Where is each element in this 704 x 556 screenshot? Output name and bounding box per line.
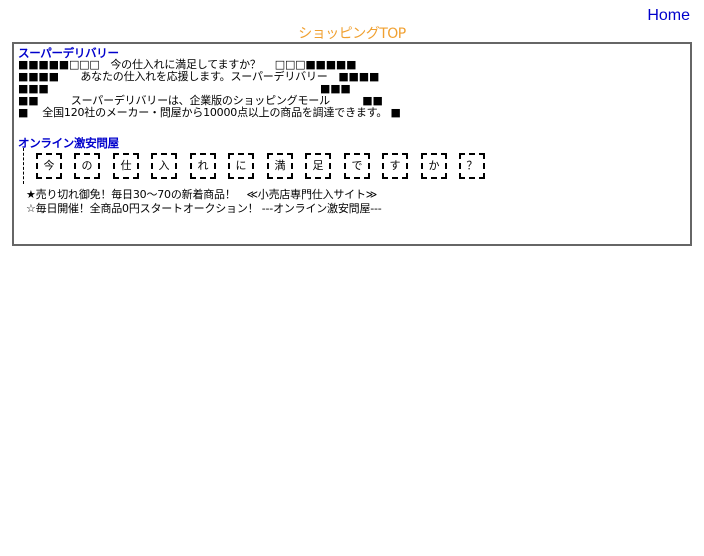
char-box: れ <box>190 153 216 179</box>
online-wholesale-heading[interactable]: オンライン激安問屋 <box>18 136 119 150</box>
page-title: ショッピングTOP <box>298 26 406 42</box>
char-box: 足 <box>305 153 331 179</box>
super-delivery-heading[interactable]: スーパーデリバリー <box>18 46 119 60</box>
char-box: か <box>421 153 447 179</box>
banner-line-3-left: ■■■ <box>18 82 49 95</box>
char-box: の <box>74 153 100 179</box>
marquee-divider <box>23 148 25 184</box>
char-box: で <box>344 153 370 179</box>
promo-new-arrivals[interactable]: ★売り切れ御免！毎日30～70の新着商品！ ≪小売店専門仕入サイト≫ <box>26 188 378 201</box>
banner-line-3-right: ■■■ <box>320 82 351 95</box>
content-panel: スーパーデリバリー ■■■■■□□□ 今の仕入れに満足してますか？ □□□■■■… <box>12 42 692 246</box>
char-box: 仕 <box>113 153 139 179</box>
home-link[interactable]: Home <box>647 7 690 24</box>
char-box: 入 <box>151 153 177 179</box>
promo-auction[interactable]: ☆毎日開催！全商品0円スタートオークション！ ---オンライン激安問屋--- <box>26 202 382 215</box>
char-box: 今 <box>36 153 62 179</box>
banner-line-2: ■■■■ あなたの仕入れを応援します。スーパーデリバリー ■■■■ <box>18 70 380 83</box>
banner-line-5: ■ 全国120社のメーカー・問屋から10000点以上の商品を調達できます。 ■ <box>18 106 401 119</box>
banner-line-1: ■■■■■□□□ 今の仕入れに満足してますか？ □□□■■■■■ <box>18 58 357 71</box>
char-box: 満 <box>267 153 293 179</box>
char-box: す <box>382 153 408 179</box>
banner-line-4: ■■ スーパーデリバリーは、企業版のショッピングモール ■■ <box>18 94 383 107</box>
char-box: に <box>228 153 254 179</box>
char-box: ？ <box>459 153 485 179</box>
